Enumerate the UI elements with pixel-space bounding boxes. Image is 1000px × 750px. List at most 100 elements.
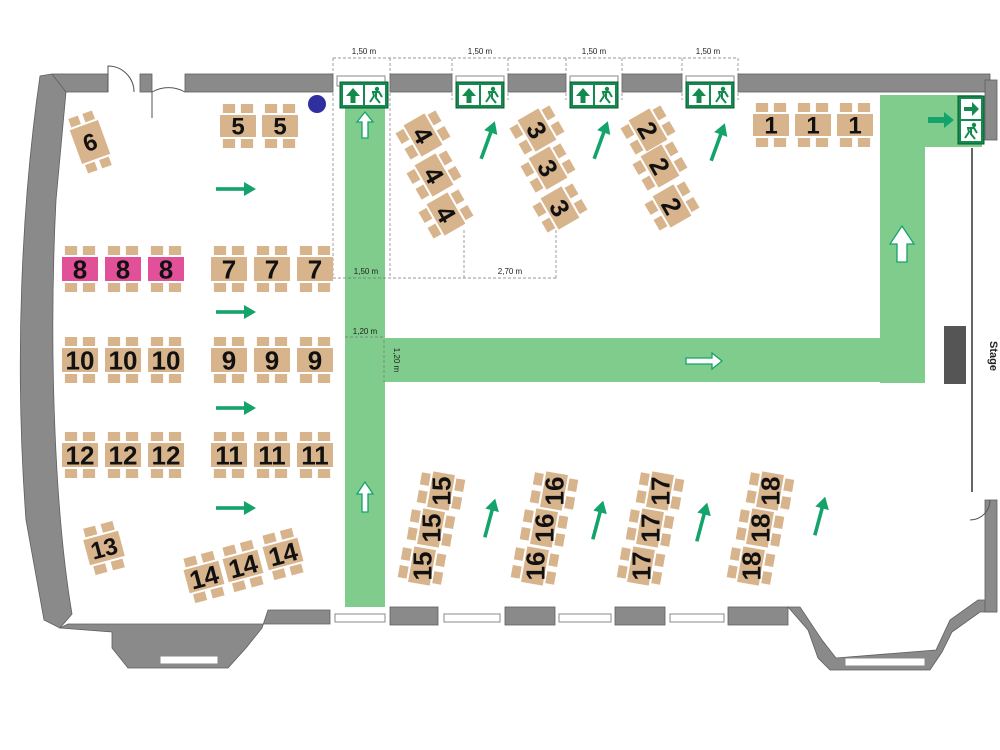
running-man-body	[964, 127, 978, 140]
table-top	[297, 348, 333, 372]
table-top	[646, 471, 674, 511]
table-number: 17	[645, 477, 675, 506]
chair	[857, 103, 871, 112]
chair	[450, 189, 465, 205]
table-8: 8	[148, 246, 184, 292]
table-top	[408, 546, 436, 586]
table-4: 4	[395, 110, 451, 160]
chair	[652, 105, 667, 121]
running-man-icon	[720, 86, 726, 92]
arrow-shaft	[216, 406, 246, 410]
chair	[735, 527, 747, 541]
chair	[564, 496, 576, 510]
table-top	[183, 560, 225, 594]
chair	[459, 204, 474, 221]
table-number: 1	[806, 113, 819, 140]
table-top	[837, 114, 873, 136]
chair	[239, 539, 254, 552]
chair	[764, 553, 776, 567]
chair	[231, 246, 245, 255]
chair	[510, 565, 522, 579]
wall-top-seg-3	[621, 73, 683, 93]
window-bottom-1	[334, 613, 386, 623]
running-man-body	[485, 91, 499, 104]
table-5: 5	[220, 104, 256, 148]
wall-left-curve	[19, 73, 73, 629]
dim-label-2: 1,50 m	[468, 47, 493, 56]
chair	[274, 283, 288, 292]
chair	[168, 432, 182, 441]
table-12: 12	[62, 432, 98, 478]
wall-bottom-seg-2	[504, 606, 556, 626]
arrow-head	[485, 498, 499, 513]
chair	[262, 532, 277, 545]
table-7: 7	[297, 246, 333, 292]
table-top	[211, 257, 247, 281]
table-number: 11	[258, 440, 286, 470]
chair	[529, 490, 541, 504]
chair	[554, 533, 566, 547]
table-number: 17	[626, 552, 656, 581]
chair	[673, 156, 688, 173]
chair	[783, 478, 795, 492]
chair	[518, 139, 533, 155]
chair	[441, 533, 453, 547]
arrow-shaft	[709, 131, 724, 162]
chair	[573, 198, 588, 215]
table-number: 9	[222, 345, 236, 375]
chair	[99, 156, 112, 169]
chair	[435, 553, 447, 567]
chair	[532, 201, 547, 218]
chair	[168, 283, 182, 292]
table-12: 12	[105, 432, 141, 478]
chair	[444, 515, 456, 529]
table-16: 16	[529, 471, 579, 511]
chair	[299, 432, 313, 441]
chair	[213, 469, 227, 478]
chair	[628, 509, 640, 523]
table-number: 12	[152, 440, 181, 470]
table-top	[521, 546, 549, 586]
chair	[567, 478, 579, 492]
windows	[159, 75, 926, 667]
table-number: 16	[539, 477, 569, 506]
chair	[317, 246, 331, 255]
chair	[635, 490, 647, 504]
chair	[256, 283, 270, 292]
arrow-shaft	[479, 129, 494, 160]
table-10: 10	[62, 337, 98, 383]
chair	[529, 177, 544, 193]
table-13: 13	[83, 520, 125, 576]
table-top	[427, 471, 455, 511]
chair	[651, 571, 663, 585]
chair	[107, 246, 121, 255]
chair	[673, 478, 685, 492]
table-number: 5	[273, 114, 286, 141]
chair	[200, 550, 215, 563]
table-top	[254, 257, 290, 281]
table-18: 18	[745, 471, 795, 511]
direction-arrow-icon	[591, 500, 607, 540]
table-number: 8	[159, 254, 173, 284]
table-number: 5	[231, 114, 244, 141]
dim-label-3: 1,50 m	[582, 47, 607, 56]
table-8: 8	[105, 246, 141, 292]
chair	[183, 555, 198, 568]
wall-bottom-seg-1	[389, 606, 439, 626]
direction-arrow-icon	[216, 501, 256, 515]
exit-signs	[339, 81, 985, 145]
chair	[222, 544, 237, 557]
table-top	[220, 115, 256, 137]
table-number: 18	[745, 514, 775, 543]
chair	[400, 547, 412, 561]
table-top	[628, 108, 668, 152]
chair	[264, 104, 278, 113]
arrow-shaft	[216, 506, 246, 510]
chair	[660, 533, 672, 547]
arrow-shaft	[591, 509, 603, 540]
table-top	[640, 144, 680, 188]
table-top	[62, 348, 98, 372]
exit-sign-arrow	[346, 88, 360, 103]
chair	[619, 547, 631, 561]
table-17: 17	[625, 508, 675, 548]
